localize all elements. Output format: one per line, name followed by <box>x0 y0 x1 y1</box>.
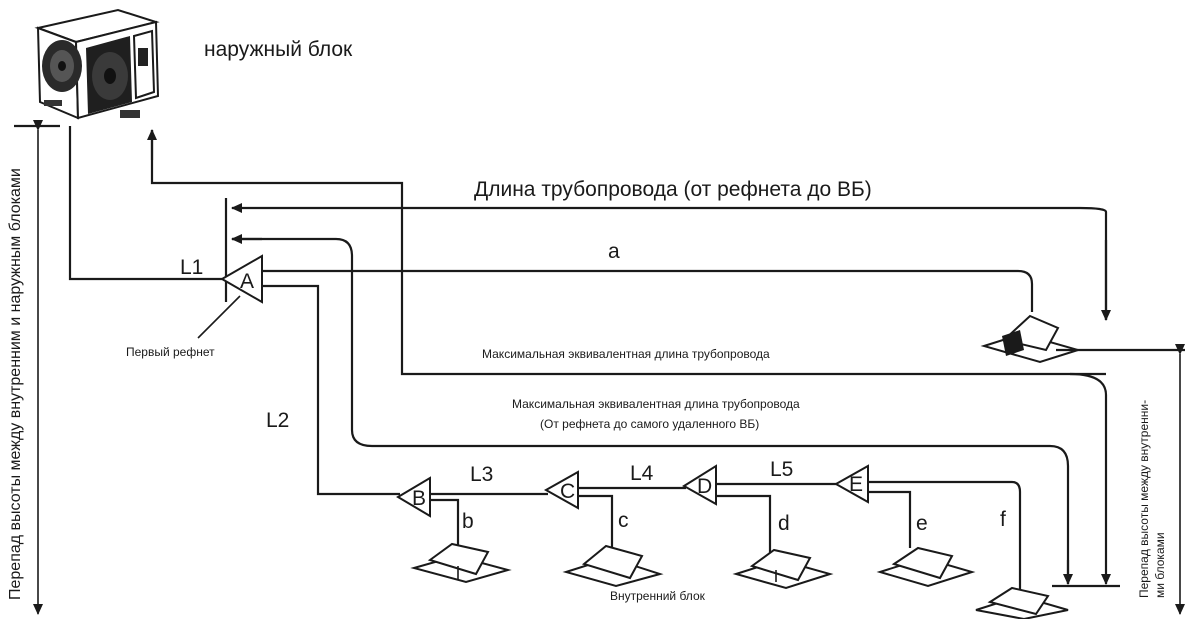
label-branch-e: e <box>916 512 928 535</box>
label-max-equiv-refnet-1: Максимальная эквивалентная длина трубопр… <box>512 397 800 411</box>
indoor-unit-e-icon <box>876 546 976 588</box>
indoor-unit-d-icon <box>732 548 834 590</box>
pipe-branch-b <box>430 498 460 548</box>
label-height-diff-iu-ou: Перепад высоты между внутренним и наружн… <box>7 168 24 600</box>
label-branch-b: b <box>462 510 474 533</box>
label-first-refnet: Первый рефнет <box>126 345 215 359</box>
refnet-label-A: A <box>240 270 254 293</box>
label-height-diff-iu-iu-1: Перепад высоты между внутренни- <box>1137 400 1151 598</box>
label-max-equiv-refnet-2: (От рефнета до самого удаленного ВБ) <box>540 417 759 431</box>
refnet-B: B <box>396 476 431 518</box>
pipe-branch-c <box>578 494 614 548</box>
label-l2: L2 <box>266 409 289 432</box>
pipe-branch-d <box>716 494 772 556</box>
pipe-branch-e <box>868 490 912 548</box>
arrow-pipe-length-refnet <box>231 203 1108 320</box>
pipe-max-equiv-length <box>150 130 1106 376</box>
first-refnet-pointer <box>197 295 241 339</box>
refnet-C: C <box>543 470 579 510</box>
label-l1: L1 <box>180 256 203 279</box>
pipe-max-equiv-refnet <box>232 237 1070 584</box>
label-outdoor-unit: наружный блок <box>204 38 353 61</box>
pipe-branch-f <box>868 480 1022 596</box>
indoor-unit-f-icon <box>975 586 1069 619</box>
label-max-equiv-length: Максимальная эквивалентная длина трубопр… <box>482 347 770 361</box>
pipe-l1 <box>68 126 222 281</box>
label-l5: L5 <box>770 458 793 481</box>
refnet-label-E: E <box>849 473 863 496</box>
label-height-diff-iu-iu-2: ми блоками <box>1153 532 1167 598</box>
label-pipe-length-refnet: Длина трубопровода (от рефнета до ВБ) <box>474 178 872 201</box>
pipe-branch-a <box>262 269 1034 312</box>
refnet-A: A <box>219 254 263 304</box>
refnet-D: D <box>682 464 717 506</box>
indoor-unit-a-icon <box>980 314 1082 364</box>
refnet-label-D: D <box>697 475 712 498</box>
refnet-label-B: B <box>412 487 426 510</box>
indoor-unit-c-icon <box>562 544 664 588</box>
indoor-unit-b-icon <box>410 542 512 584</box>
refnet-E: E <box>833 464 869 504</box>
label-l3: L3 <box>470 463 493 486</box>
outdoor-unit-icon <box>34 8 160 120</box>
label-branch-d: d <box>778 512 790 535</box>
label-indoor-unit: Внутренний блок <box>610 589 706 603</box>
label-branch-c: c <box>618 509 629 532</box>
label-branch-f: f <box>1000 508 1006 531</box>
label-l4: L4 <box>630 462 654 485</box>
pipe-l2 <box>262 284 400 496</box>
refnet-label-C: C <box>560 480 575 503</box>
label-branch-a: a <box>608 240 620 263</box>
